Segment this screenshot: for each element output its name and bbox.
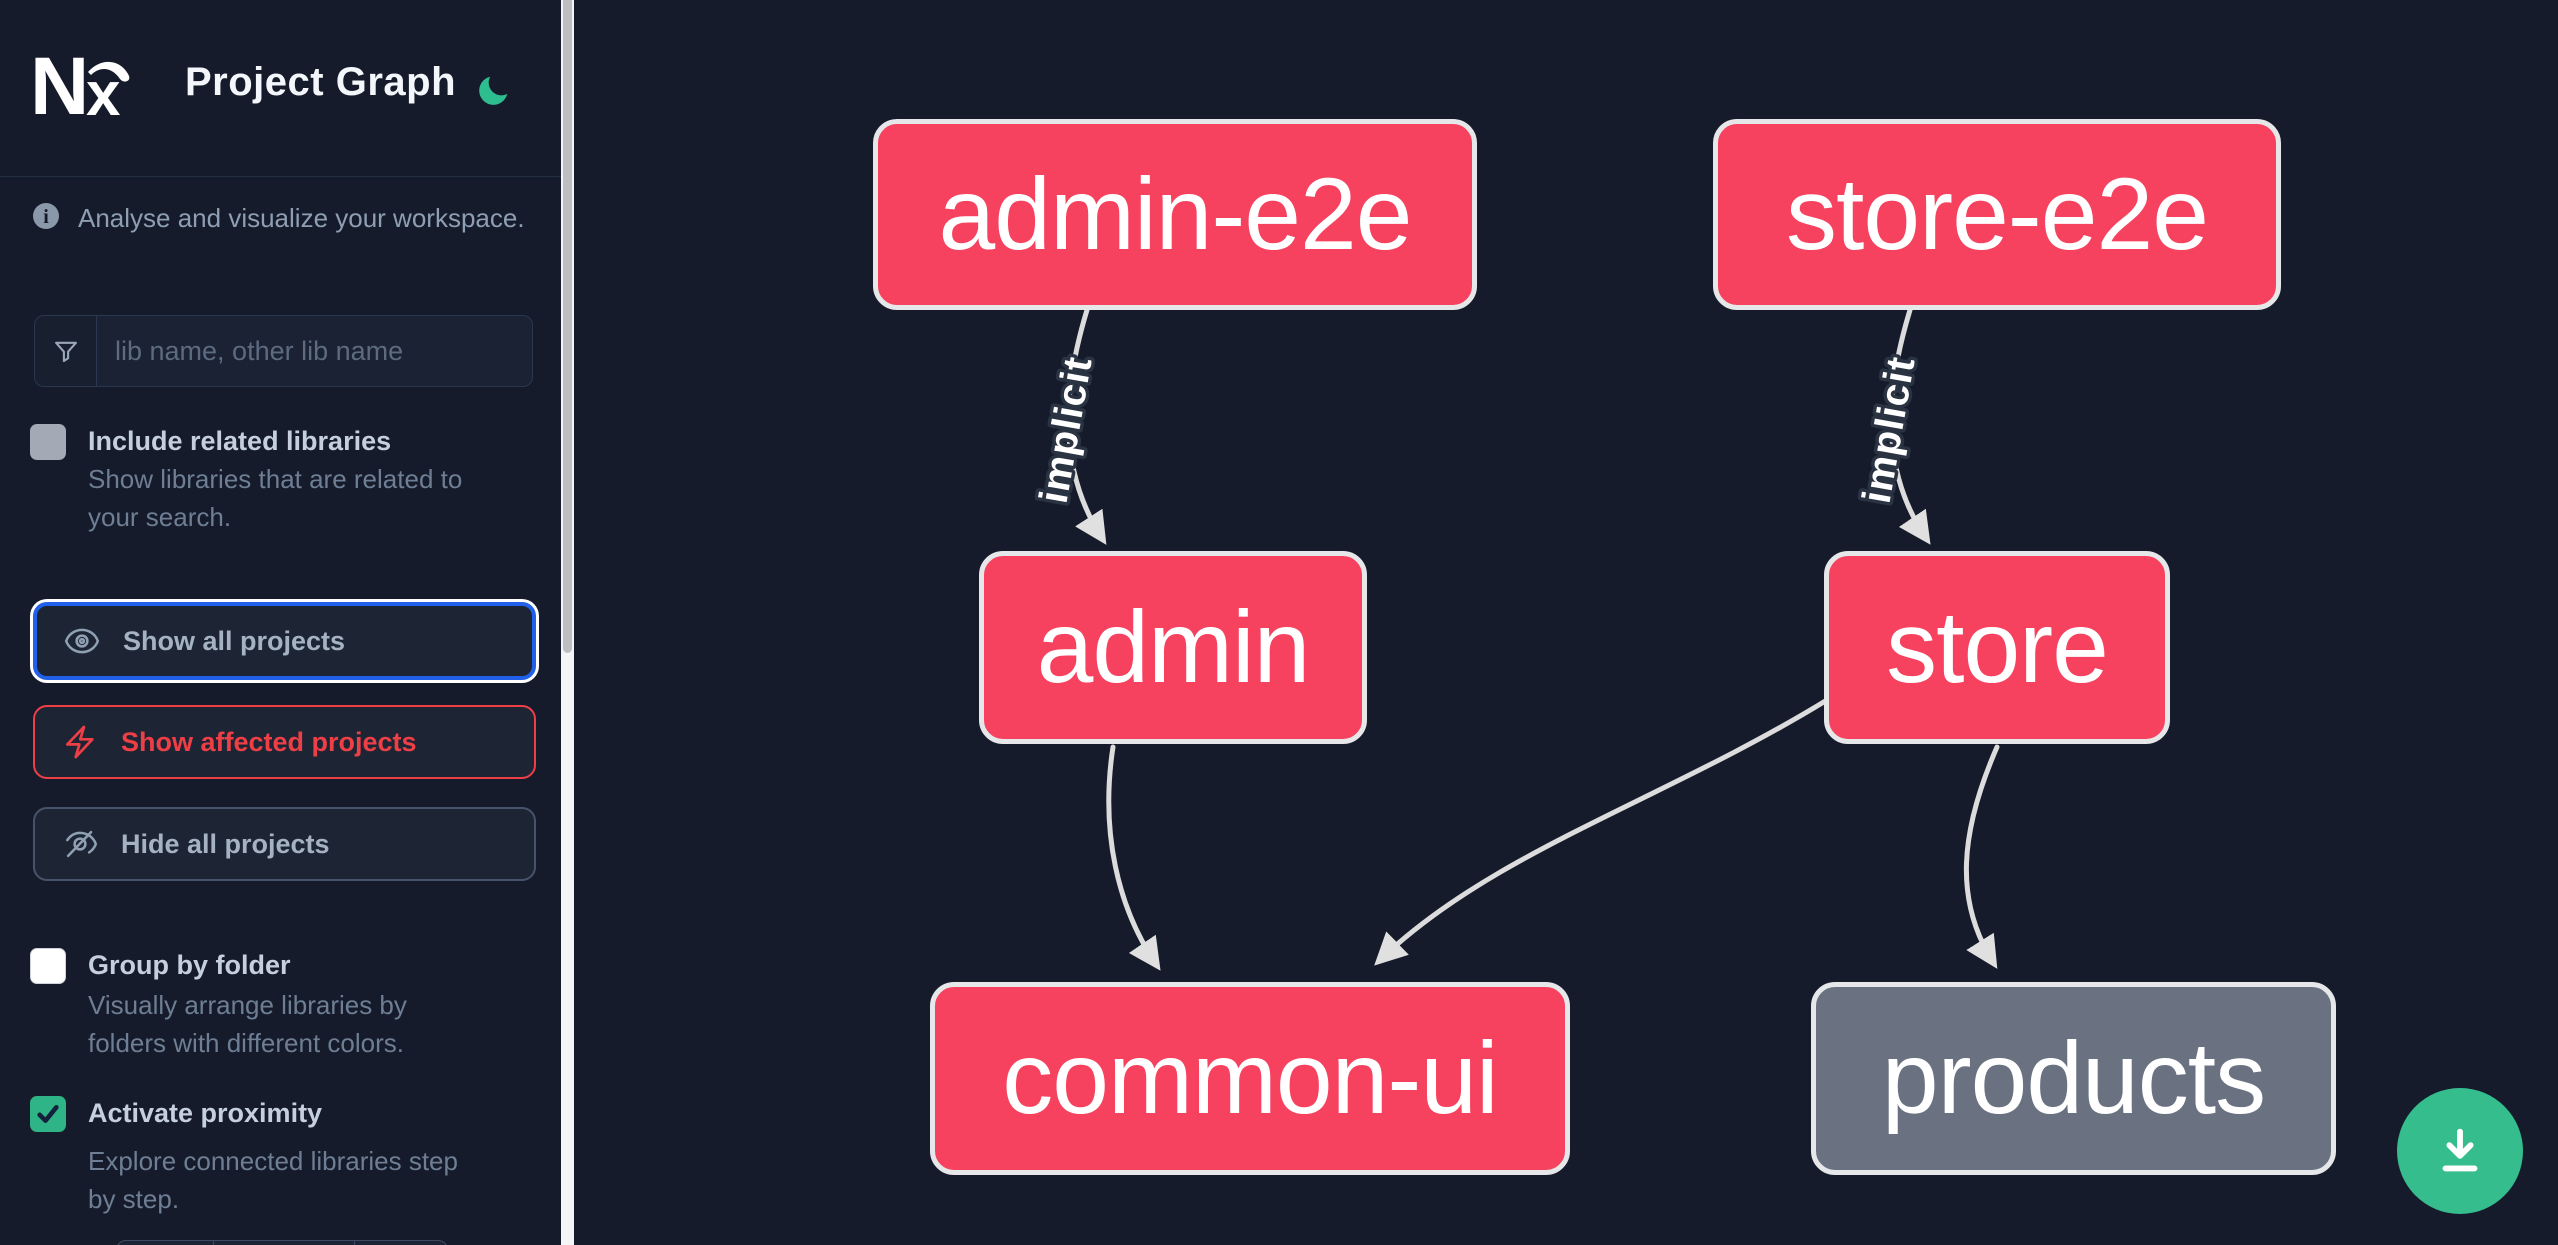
graph-canvas[interactable]: implicit implicit admin-e2e store-e2e ad… [574,0,2558,1245]
activate-proximity-checkbox[interactable] [30,1096,66,1132]
stepper-decrement[interactable] [117,1241,213,1245]
search-input[interactable] [97,316,532,386]
graph-node-common-ui[interactable]: common-ui [930,982,1570,1175]
edge-label-implicit: implicit [1855,353,1924,506]
info-icon: i [33,203,59,229]
edges-layer: implicit implicit [1028,307,2000,971]
include-related-desc: Show libraries that are related to your … [88,464,463,532]
edge-store-to-common-ui [1374,697,1830,966]
proximity-depth-stepper [116,1240,448,1245]
edge-label-implicit: implicit [1032,353,1101,506]
download-image-button[interactable] [2397,1088,2523,1214]
nx-logo-icon: N x [30,54,130,118]
dark-mode-moon-icon[interactable] [476,70,514,108]
graph-node-store[interactable]: store [1824,551,2170,744]
sidebar-scrollbar-track[interactable] [561,0,574,1245]
edge-store-e2e-to-store [1888,307,1931,545]
graph-node-products[interactable]: products [1811,982,2336,1175]
page-title: Project Graph [185,60,457,104]
divider [0,176,561,177]
eye-icon [64,628,100,654]
sidebar: N x Project Graph i Analyse and visualiz… [0,0,561,1245]
group-by-folder-desc: Visually arrange libraries by folders wi… [88,990,407,1058]
workspace-info-text: Analyse and visualize your workspace. [78,203,525,233]
show-affected-projects-button[interactable]: Show affected projects [33,705,536,779]
edge-admin-e2e-to-admin [1066,307,1107,545]
svg-text:i: i [43,206,49,228]
checkmark-icon [37,1105,59,1123]
graph-node-admin-e2e[interactable]: admin-e2e [873,119,1477,310]
lightning-bolt-icon [65,725,94,759]
stepper-value [213,1241,354,1245]
sidebar-scrollbar-thumb[interactable] [563,0,572,653]
search-box [34,315,533,387]
hide-all-projects-button[interactable]: Hide all projects [33,807,536,881]
group-by-folder-label: Group by folder [88,950,291,980]
eye-off-icon [66,830,98,858]
filter-funnel-icon [35,316,97,386]
edge-admin-to-common-ui [1106,744,1161,971]
graph-node-store-e2e[interactable]: store-e2e [1713,119,2281,310]
group-by-folder-checkbox[interactable] [30,948,66,984]
activate-proximity-desc: Explore connected libraries step by step… [88,1146,458,1214]
activate-proximity-label: Activate proximity [88,1098,323,1128]
svg-text:N: N [30,54,89,118]
include-related-checkbox[interactable] [30,424,66,460]
download-icon [2442,1128,2478,1172]
edge-store-to-products [1963,744,2000,969]
graph-node-admin[interactable]: admin [979,551,1367,744]
include-related-label: Include related libraries [88,426,392,456]
stepper-increment[interactable] [354,1241,447,1245]
show-all-projects-button[interactable]: Show all projects [33,602,536,680]
